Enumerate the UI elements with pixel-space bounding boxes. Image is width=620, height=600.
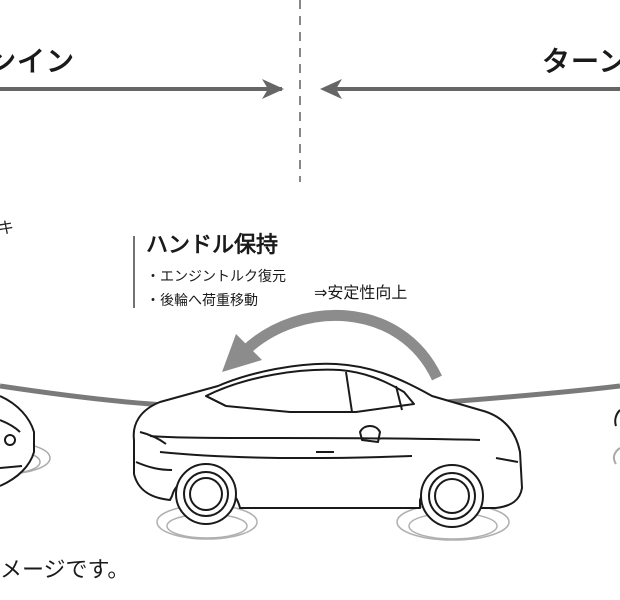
callout-item-engine-torque: ・エンジントルク復元 — [146, 269, 286, 285]
phase-label-turn-in: ンイン — [0, 45, 76, 78]
callout-item-load-transfer: ・後輪へ荷重移動 — [146, 293, 258, 309]
car-right-partial — [612, 409, 620, 465]
caption-text: メージです。 — [0, 558, 130, 583]
turn-out-arrow — [320, 79, 620, 99]
callout-result: ⇒安定性向上 — [314, 283, 408, 302]
rear-wheel — [420, 464, 484, 528]
callout-title: ハンドル保持 — [146, 233, 279, 258]
phase-label-turn: ターン — [542, 45, 620, 78]
front-wheel — [175, 463, 237, 525]
edge-text-fragment: キ — [0, 218, 15, 237]
turn-in-arrow — [0, 79, 284, 99]
car-main — [132, 362, 523, 541]
yaw-restoring-arrow — [222, 310, 442, 381]
car-left-partial — [0, 395, 51, 487]
